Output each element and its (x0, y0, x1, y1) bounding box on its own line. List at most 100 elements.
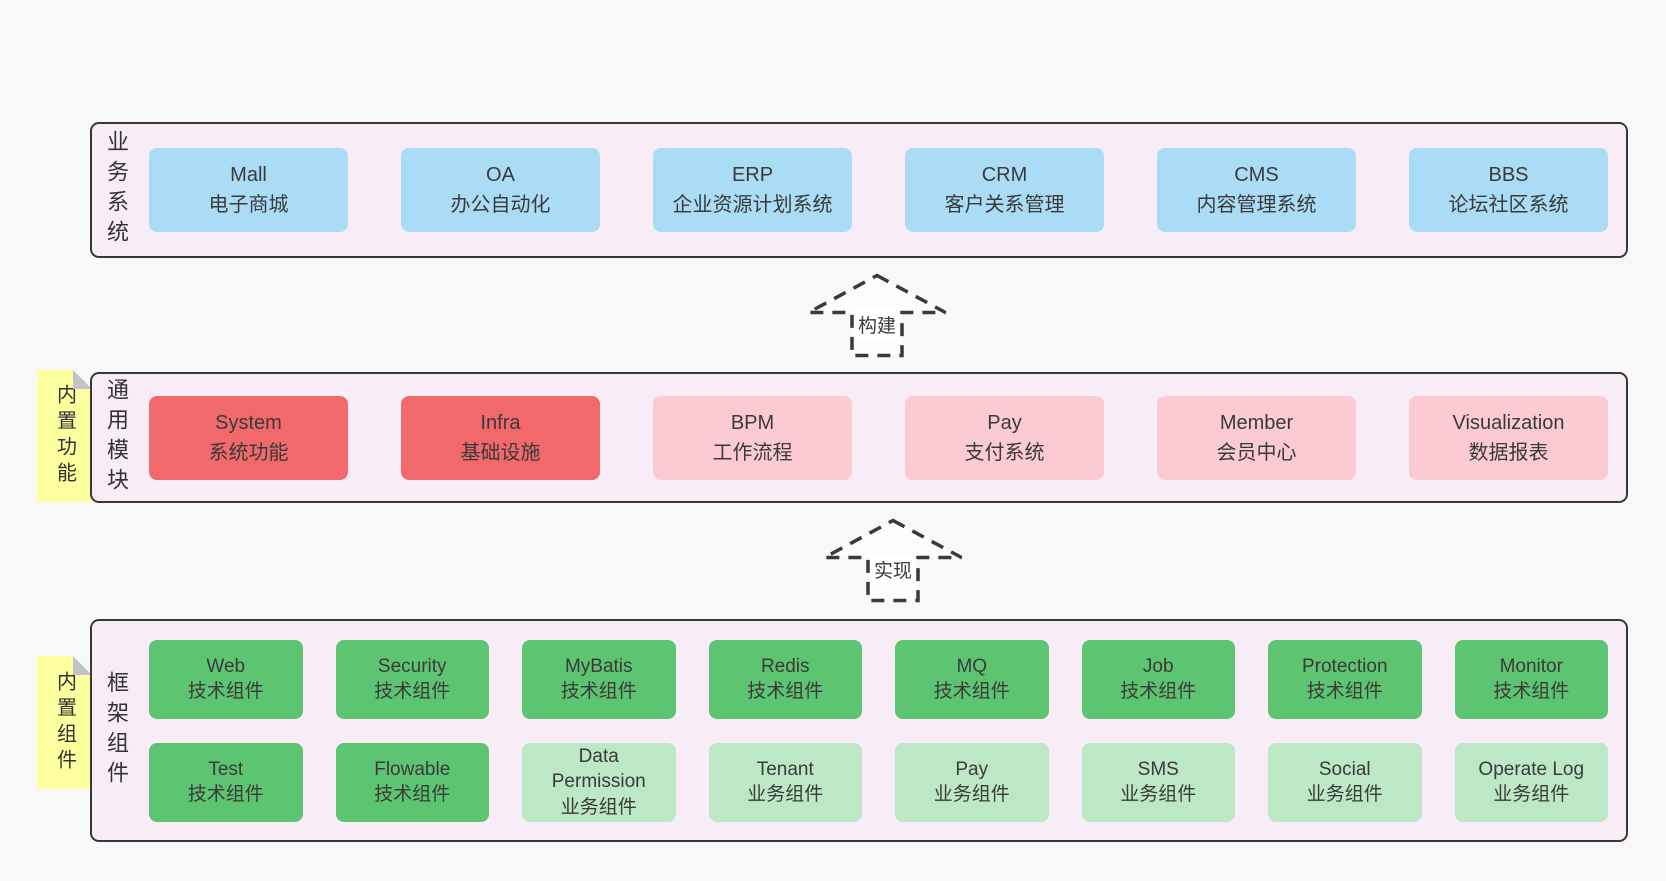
module-box-bbs: BBS 论坛社区系统 (1409, 148, 1608, 232)
module-subtitle: 业务组件 (1493, 784, 1570, 805)
module-title: Social (1318, 758, 1371, 780)
module-box-security: Security 技术组件 (335, 639, 489, 719)
module-box-tenant: Tenant 业务组件 (708, 742, 862, 822)
module-title: Redis (760, 655, 810, 677)
layer-title: 业务系统 (104, 130, 129, 250)
module-subtitle: 技术组件 (374, 681, 451, 702)
module-subtitle: 业务组件 (933, 784, 1010, 805)
module-subtitle: 支付系统 (964, 441, 1045, 464)
module-title: Tenant (756, 758, 814, 780)
module-box-bpm: BPM 工作流程 (653, 395, 852, 480)
module-title: Infra (480, 411, 521, 434)
module-subtitle: 业务组件 (1120, 784, 1197, 805)
module-title: Operate Log (1478, 758, 1585, 780)
module-subtitle: 电子商城 (208, 194, 289, 216)
module-subtitle: 业务组件 (1306, 784, 1383, 805)
module-box-visualization: Visualization 数据报表 (1409, 395, 1608, 480)
arrow-build-icon: 构建 (806, 273, 948, 358)
module-title: Pay (955, 758, 989, 780)
module-subtitle: 业务组件 (747, 784, 824, 805)
module-subtitle: 技术组件 (1306, 681, 1383, 702)
module-box-flowable: Flowable 技术组件 (335, 742, 489, 822)
module-subtitle: 技术组件 (374, 784, 451, 805)
module-subtitle: 论坛社区系统 (1448, 194, 1569, 216)
module-title: Data Permission (551, 746, 646, 793)
module-title: CRM (981, 164, 1028, 186)
module-title: Mall (230, 164, 267, 186)
layer-title: 通用模块 (104, 377, 129, 498)
module-box-job: Job 技术组件 (1081, 639, 1235, 719)
sticky-note-text: 内置组件 (53, 670, 76, 775)
sticky-note-built-in-features: 内置功能 (37, 370, 92, 502)
layer-title: 框架组件 (104, 670, 129, 791)
module-title: System (215, 411, 282, 434)
module-box-data-permission: Data Permission 业务组件 (522, 742, 676, 822)
module-title: CMS (1234, 164, 1279, 186)
module-subtitle: 基础设施 (460, 441, 541, 464)
module-title: Web (206, 655, 246, 677)
module-box-crm: CRM 客户关系管理 (905, 148, 1104, 232)
module-title: OA (486, 164, 515, 186)
module-title: BBS (1488, 164, 1529, 186)
module-subtitle: 工作流程 (712, 441, 793, 464)
module-subtitle: 技术组件 (560, 681, 637, 702)
module-subtitle: 业务组件 (560, 796, 637, 818)
module-subtitle: 企业资源计划系统 (672, 194, 833, 216)
module-box-pay: Pay 业务组件 (895, 742, 1049, 822)
module-box-oa: OA 办公自动化 (401, 148, 600, 232)
module-subtitle: 系统功能 (208, 441, 289, 464)
module-title: BPM (730, 411, 775, 434)
module-box-sms: SMS 业务组件 (1081, 742, 1235, 822)
module-title: Job (1142, 655, 1174, 677)
module-box-infra: Infra 基础设施 (401, 395, 600, 480)
module-subtitle: 技术组件 (933, 681, 1010, 702)
module-subtitle: 数据报表 (1468, 441, 1549, 464)
module-box-redis: Redis 技术组件 (708, 639, 862, 719)
module-box-mall: Mall 电子商城 (149, 148, 348, 232)
module-subtitle: 内容管理系统 (1196, 194, 1317, 216)
sticky-note-built-in-components: 内置组件 (37, 656, 92, 789)
arrow-label: 实现 (870, 555, 916, 584)
module-title: Member (1219, 411, 1294, 434)
module-subtitle: 会员中心 (1216, 441, 1297, 464)
module-title: SMS (1137, 758, 1179, 780)
module-box-cms: CMS 内容管理系统 (1157, 148, 1356, 232)
module-box-web: Web 技术组件 (149, 639, 303, 719)
module-subtitle: 技术组件 (187, 681, 264, 702)
layer-common-modules: 通用模块 System 系统功能 Infra 基础设施 BPM 工作流程 Pay 支付系统 Me… (90, 372, 1628, 503)
module-subtitle: 技术组件 (747, 681, 824, 702)
module-subtitle: 技术组件 (1120, 681, 1197, 702)
module-box-member: Member 会员中心 (1157, 395, 1356, 480)
module-title: MQ (956, 655, 988, 677)
module-subtitle: 客户关系管理 (944, 194, 1065, 216)
module-title: Pay (987, 411, 1022, 434)
module-title: MyBatis (564, 655, 633, 677)
module-box-test: Test 技术组件 (149, 742, 303, 822)
module-box-operate-log: Operate Log 业务组件 (1454, 742, 1608, 822)
module-subtitle: 办公自动化 (450, 194, 551, 216)
module-title: Monitor (1499, 655, 1563, 677)
module-subtitle: 技术组件 (187, 784, 264, 805)
module-subtitle: 技术组件 (1493, 681, 1570, 702)
sticky-note-text: 内置功能 (53, 384, 76, 488)
arrow-label: 构建 (854, 310, 900, 339)
module-box-social: Social 业务组件 (1268, 742, 1422, 822)
module-title: Test (208, 758, 244, 780)
module-title: Protection (1301, 655, 1388, 677)
module-box-system: System 系统功能 (149, 395, 348, 480)
module-box-mq: MQ 技术组件 (895, 639, 1049, 719)
boxes-grid: System 系统功能 Infra 基础设施 BPM 工作流程 Pay 支付系统 Member 会… (149, 395, 1608, 480)
module-box-mybatis: MyBatis 技术组件 (522, 639, 676, 719)
module-title: Visualization (1452, 411, 1565, 434)
module-title: Flowable (374, 758, 451, 780)
module-title: Security (377, 655, 447, 677)
arrow-implement-icon: 实现 (822, 518, 964, 603)
module-box-monitor: Monitor 技术组件 (1454, 639, 1608, 719)
module-box-protection: Protection 技术组件 (1268, 639, 1422, 719)
